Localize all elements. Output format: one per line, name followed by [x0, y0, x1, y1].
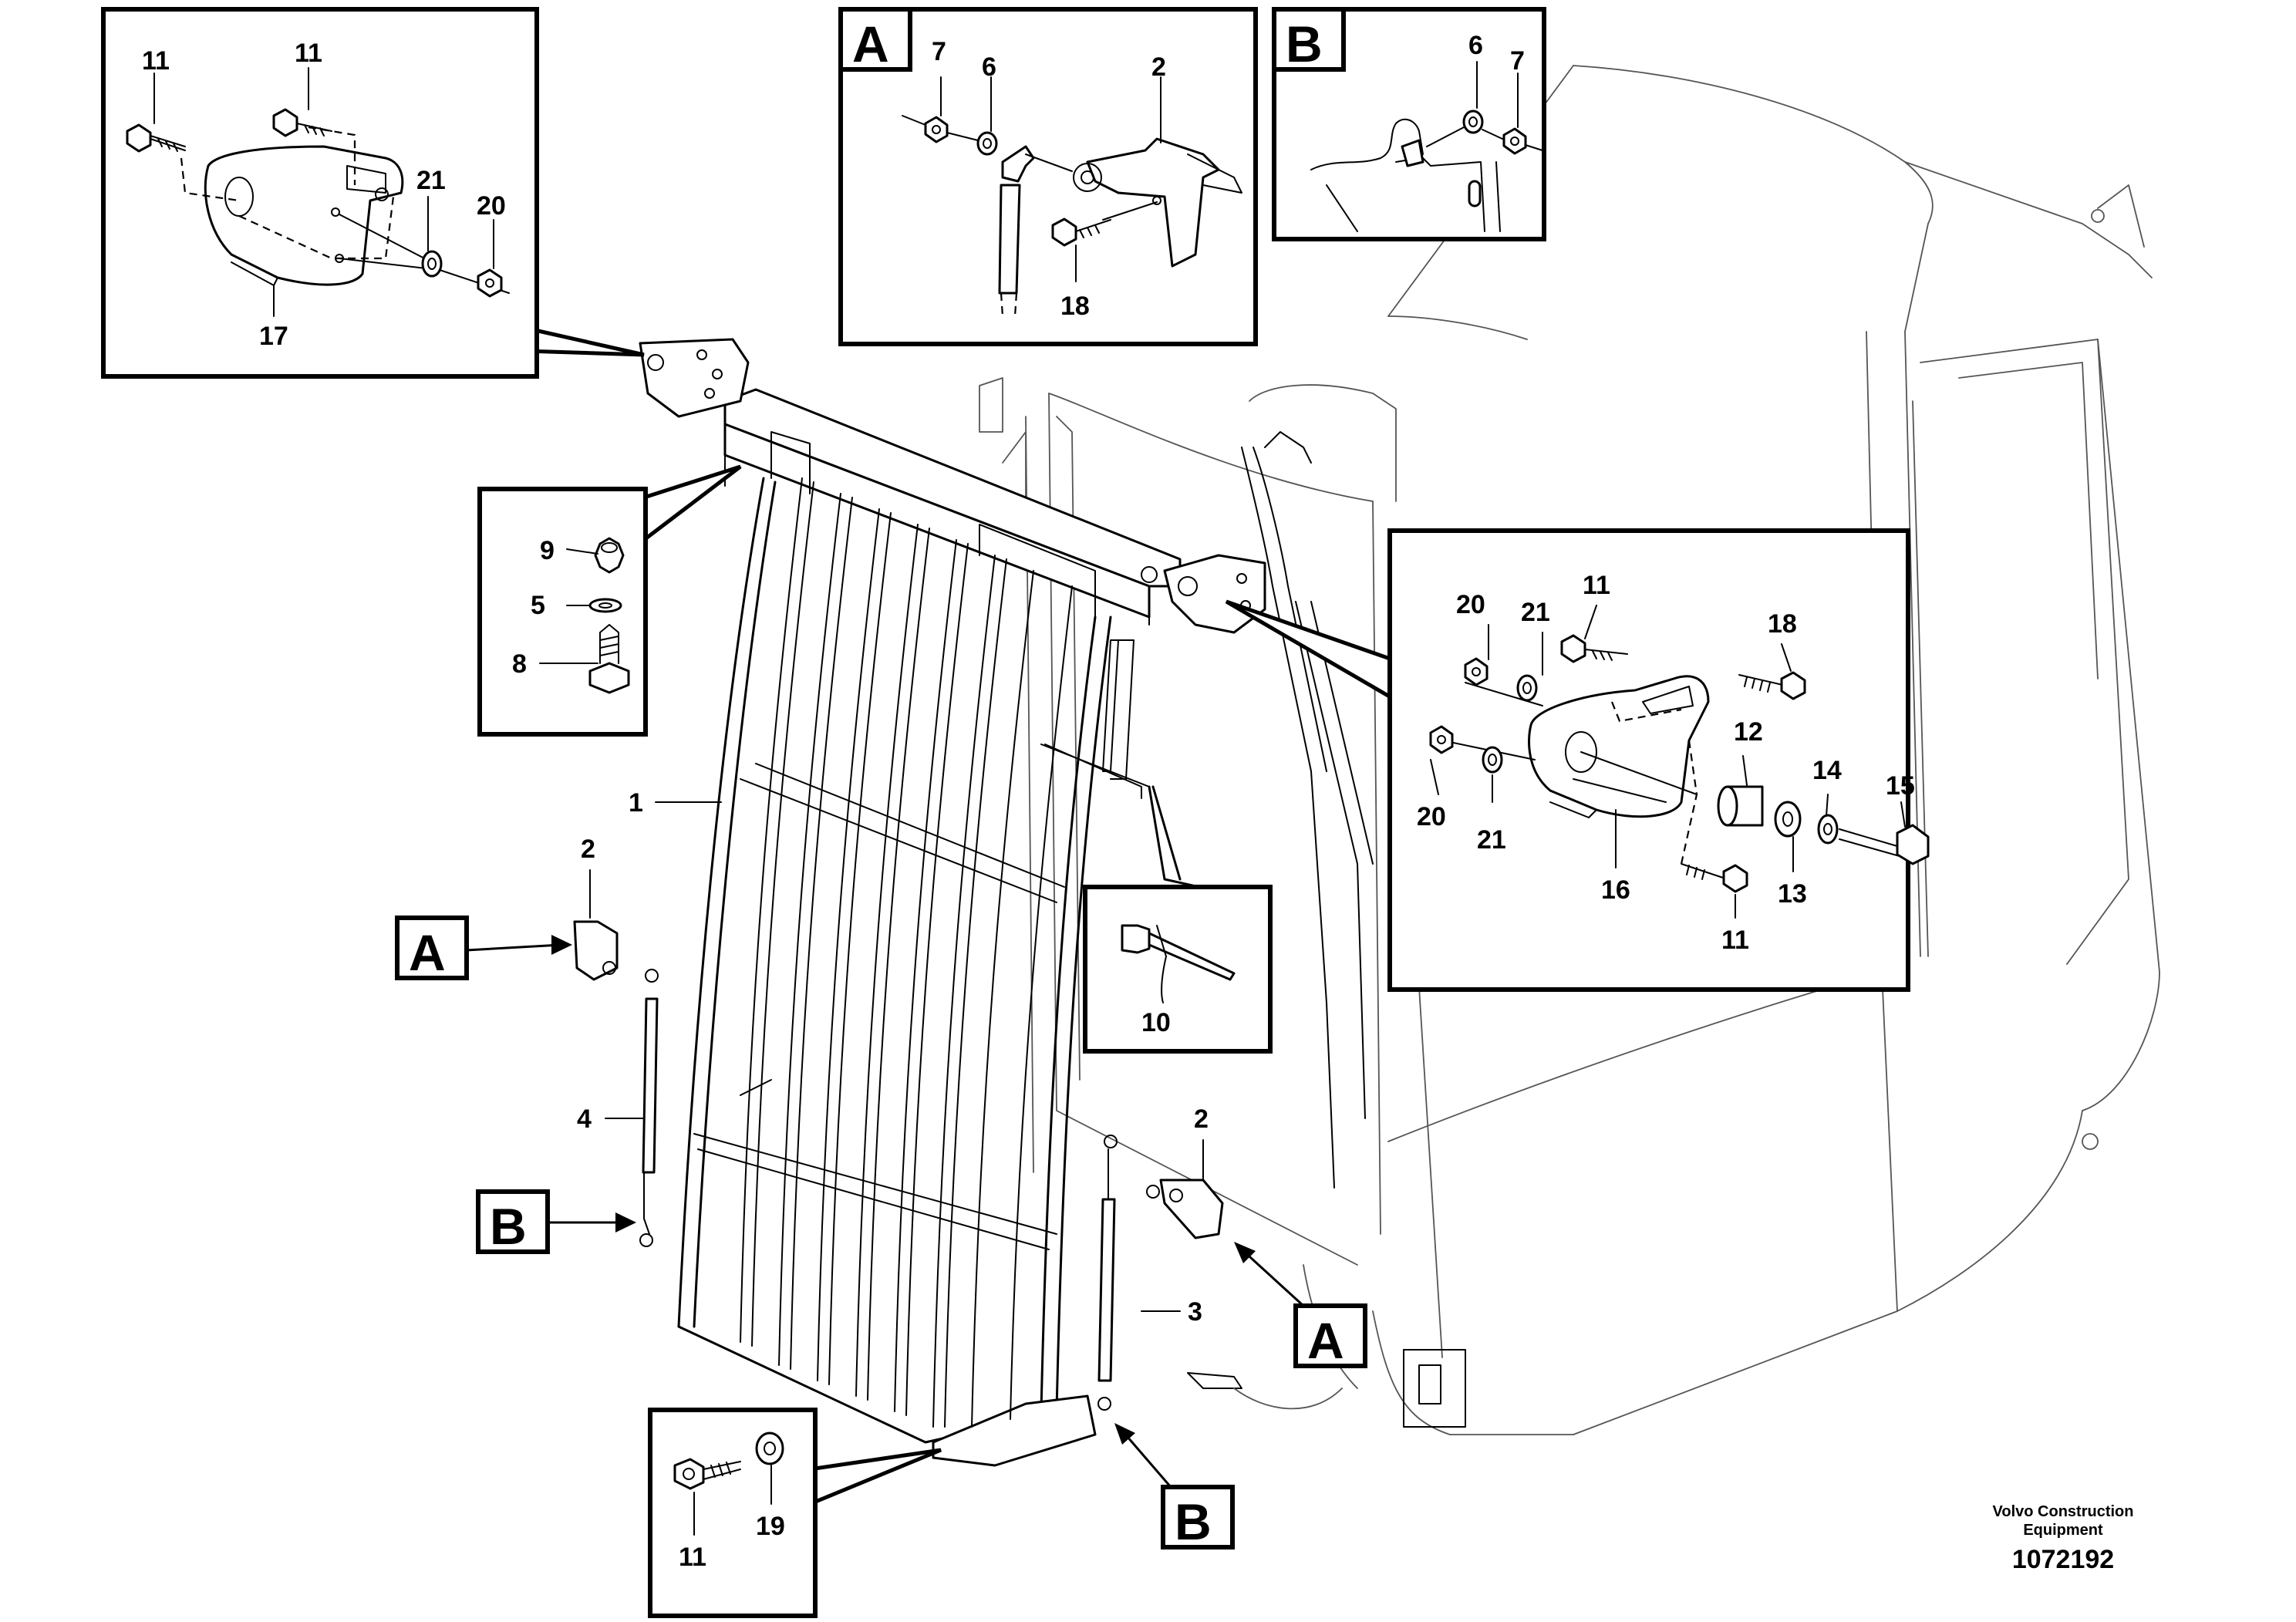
- detail-hinge-16: [1225, 528, 1930, 992]
- callout-6: 6: [982, 52, 996, 82]
- callout-18: 18: [1060, 292, 1090, 321]
- top-right-hinge-plate: [1141, 554, 1266, 634]
- callout-1: 1: [629, 788, 643, 818]
- callout-5: 5: [531, 591, 545, 620]
- label-view-a-left: A: [409, 924, 446, 981]
- callout-10: 10: [1141, 1008, 1171, 1037]
- callout-11: 11: [679, 1543, 706, 1572]
- detail-fasteners-5-8-9: [477, 464, 742, 737]
- callout-16: 16: [1601, 875, 1630, 905]
- view-ref-a-right: [1234, 1242, 1367, 1368]
- callout-6: 6: [1468, 31, 1483, 60]
- view-ref-b-left: [476, 1189, 636, 1254]
- top-left-hinge-plate: [639, 338, 750, 418]
- label-view-b-right: B: [1175, 1493, 1212, 1550]
- gas-strut-4: [639, 969, 659, 1247]
- callout-2: 2: [1151, 52, 1166, 82]
- callout-13: 13: [1778, 879, 1807, 909]
- callout-12: 12: [1734, 717, 1763, 747]
- label-view-a-header: A: [852, 15, 889, 73]
- callout-21: 21: [416, 166, 446, 195]
- callout-11: 11: [1721, 926, 1749, 955]
- callout-20: 20: [1417, 802, 1446, 831]
- figure-id: 1072192: [2012, 1545, 2114, 1574]
- callout-4: 4: [577, 1104, 592, 1134]
- detail-hinge-17: [101, 7, 645, 379]
- credit-line-2: Equipment: [2023, 1522, 2103, 1539]
- detail-view-a: [838, 7, 1258, 346]
- callout-7: 7: [1510, 46, 1525, 76]
- callout-18: 18: [1768, 609, 1797, 639]
- grille-frame: [677, 388, 1182, 1467]
- leader-lines: [589, 801, 1204, 1312]
- callout-11: 11: [142, 46, 170, 76]
- callout-19: 19: [756, 1512, 785, 1541]
- callout-2: 2: [581, 835, 595, 864]
- label-view-a-right: A: [1307, 1312, 1344, 1369]
- detail-fasteners-11-19: [648, 1408, 942, 1618]
- detail-view-b: [1272, 7, 1546, 241]
- callout-9: 9: [540, 536, 555, 565]
- credit-block: Volvo Construction Equipment 1072192: [1993, 1503, 2134, 1574]
- callout-20: 20: [477, 191, 506, 221]
- label-view-b-left: B: [490, 1198, 527, 1255]
- gas-strut-bracket-right: [1146, 1179, 1224, 1239]
- callout-21: 21: [1521, 598, 1550, 627]
- gas-strut-3: [1097, 1135, 1118, 1411]
- callout-11: 11: [1583, 571, 1610, 600]
- callout-11: 11: [295, 39, 322, 68]
- gas-strut-bracket-left: [573, 920, 619, 981]
- callout-labels: A B A B A B 11 11 21 20 17 7 6 2 18 6 7 …: [142, 15, 1915, 1572]
- view-ref-b-right: [1114, 1423, 1235, 1549]
- callout-7: 7: [932, 37, 946, 66]
- label-view-b-header: B: [1286, 15, 1323, 73]
- callout-8: 8: [512, 649, 527, 679]
- callout-17: 17: [259, 322, 288, 351]
- callout-14: 14: [1812, 756, 1842, 785]
- callout-21: 21: [1477, 825, 1506, 855]
- view-ref-a-left: [395, 916, 572, 980]
- callout-20: 20: [1456, 590, 1485, 619]
- callout-3: 3: [1188, 1297, 1202, 1327]
- callout-2: 2: [1194, 1104, 1209, 1134]
- credit-line-1: Volvo Construction: [1993, 1503, 2134, 1520]
- callout-15: 15: [1886, 771, 1915, 801]
- detail-rivet-10: [1040, 744, 1273, 1054]
